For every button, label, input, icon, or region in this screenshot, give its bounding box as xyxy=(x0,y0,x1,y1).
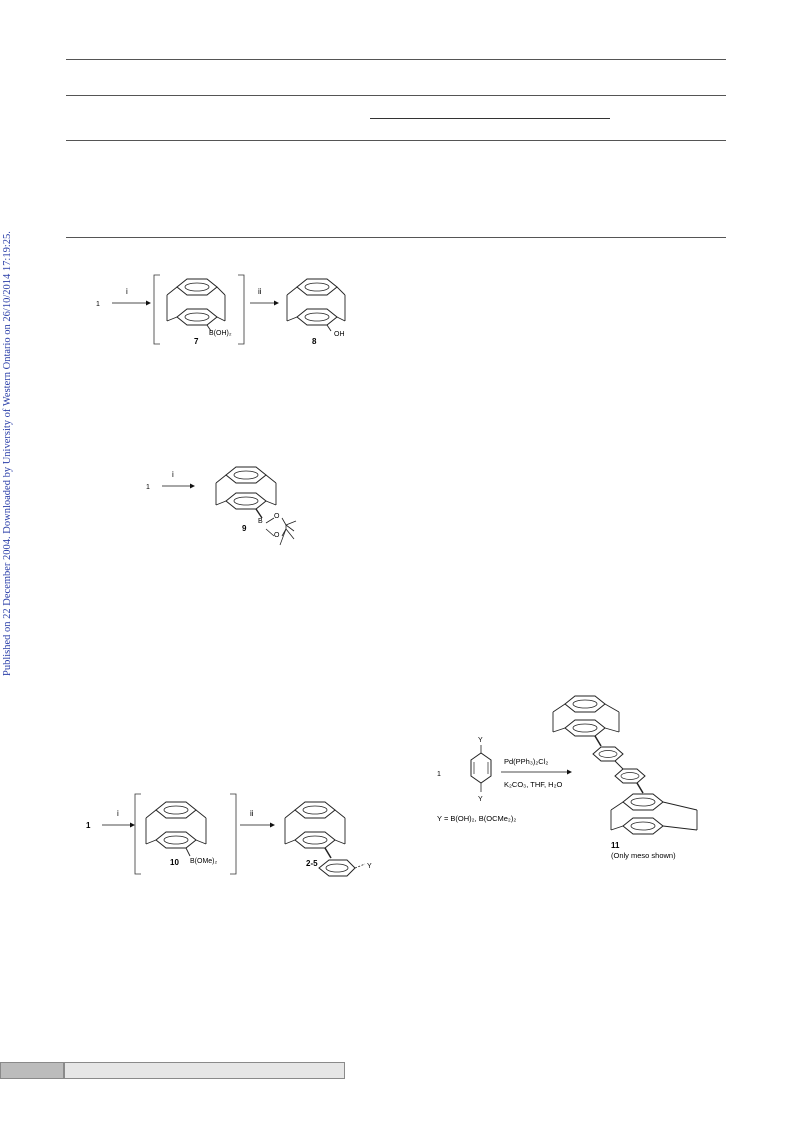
scheme3-arrowhead-1 xyxy=(130,822,135,828)
cyclophane-9-structure xyxy=(215,466,297,546)
scheme1-bracket-left xyxy=(153,274,160,345)
scheme3-compound-10-label: 10 xyxy=(170,858,179,867)
cyclophane-7-structure xyxy=(166,278,226,332)
scheme4-reagent-top-y: Y xyxy=(478,737,483,744)
scheme2-boron-atom: B xyxy=(258,518,263,525)
scheme1-compound-7-label: 7 xyxy=(194,337,199,346)
scheme2-oxygen-atom-2: O xyxy=(274,532,280,539)
scheme1-hydroxyl-group: OH xyxy=(334,331,345,338)
scheme2-arrowhead xyxy=(190,483,195,489)
scheme1-arrowhead-1 xyxy=(146,300,151,306)
bis-cyclophane-11-structure xyxy=(552,695,698,835)
scheme4-arrowhead xyxy=(567,769,572,775)
table-top-rule xyxy=(66,59,726,60)
scheme3-step-i: i xyxy=(117,809,119,818)
scheme1-start-label: 1 xyxy=(96,301,100,308)
scheme3-bracket-right xyxy=(230,793,237,875)
scheme1-bracket-right xyxy=(238,274,245,345)
table-mid-rule xyxy=(66,140,726,141)
scheme1-step-ii: ii xyxy=(258,287,262,296)
cyclophane-2-5-structure xyxy=(284,801,366,877)
scheme3-substituent-y: Y xyxy=(367,863,372,870)
scheme-3: 1 i B(OMe)₂ 10 ii 2-5 Y xyxy=(86,793,372,877)
footer-page-box xyxy=(0,1062,64,1079)
scheme4-start-label: 1 xyxy=(437,771,441,778)
scheme3-bracket-left xyxy=(134,793,141,875)
cyclophane-8-structure xyxy=(286,278,346,332)
scheme1-arrowhead-2 xyxy=(274,300,279,306)
scheme-1: 1 i B(OH)₂ 7 ii OH 8 xyxy=(96,274,346,346)
scheme4-y-definition: Y = B(OH)₂, B(OCMe₂)₂ xyxy=(437,814,516,823)
publication-sidebar-text[interactable]: Published on 22 December 2004. Downloade… xyxy=(2,231,13,676)
table-bottom-rule xyxy=(66,237,726,238)
scheme4-product-note: (Only meso shown) xyxy=(611,851,676,860)
scheme4-condition-catalyst: Pd(PPh₃)₂Cl₂ xyxy=(504,757,548,766)
scheme3-start-label: 1 xyxy=(86,821,91,830)
scheme2-start-label: 1 xyxy=(146,484,150,491)
scheme-4: 1 Y Y Pd(PPh₃)₂Cl₂ K₂CO₃, THF, H₂O Y = B… xyxy=(437,695,698,860)
scheme4-reagent-bottom-y: Y xyxy=(478,796,483,803)
scheme2-compound-9-label: 9 xyxy=(242,524,247,533)
table-column-span-rule xyxy=(370,118,610,119)
scheme1-step-i: i xyxy=(126,287,128,296)
scheme1-compound-8-label: 8 xyxy=(312,337,317,346)
reagent-benzene-structure xyxy=(470,745,492,792)
cyclophane-10-structure xyxy=(145,801,207,857)
scheme1-boronic-acid-group: B(OH)₂ xyxy=(209,330,232,337)
scheme3-step-ii: ii xyxy=(250,809,254,818)
scheme4-condition-base-solvent: K₂CO₃, THF, H₂O xyxy=(504,780,562,789)
scheme4-compound-11-label: 11 xyxy=(611,841,620,850)
footer-journal-bar xyxy=(64,1062,345,1079)
scheme3-boronate-group: B(OMe)₂ xyxy=(190,858,218,865)
scheme3-arrowhead-2 xyxy=(270,822,275,828)
scheme2-oxygen-atom-1: O xyxy=(274,513,280,520)
table-header-rule xyxy=(66,95,726,96)
scheme-2: 1 i B O O 9 xyxy=(146,466,297,546)
scheme2-step-i: i xyxy=(172,470,174,479)
scheme3-compound-2-5-label: 2-5 xyxy=(306,859,318,868)
